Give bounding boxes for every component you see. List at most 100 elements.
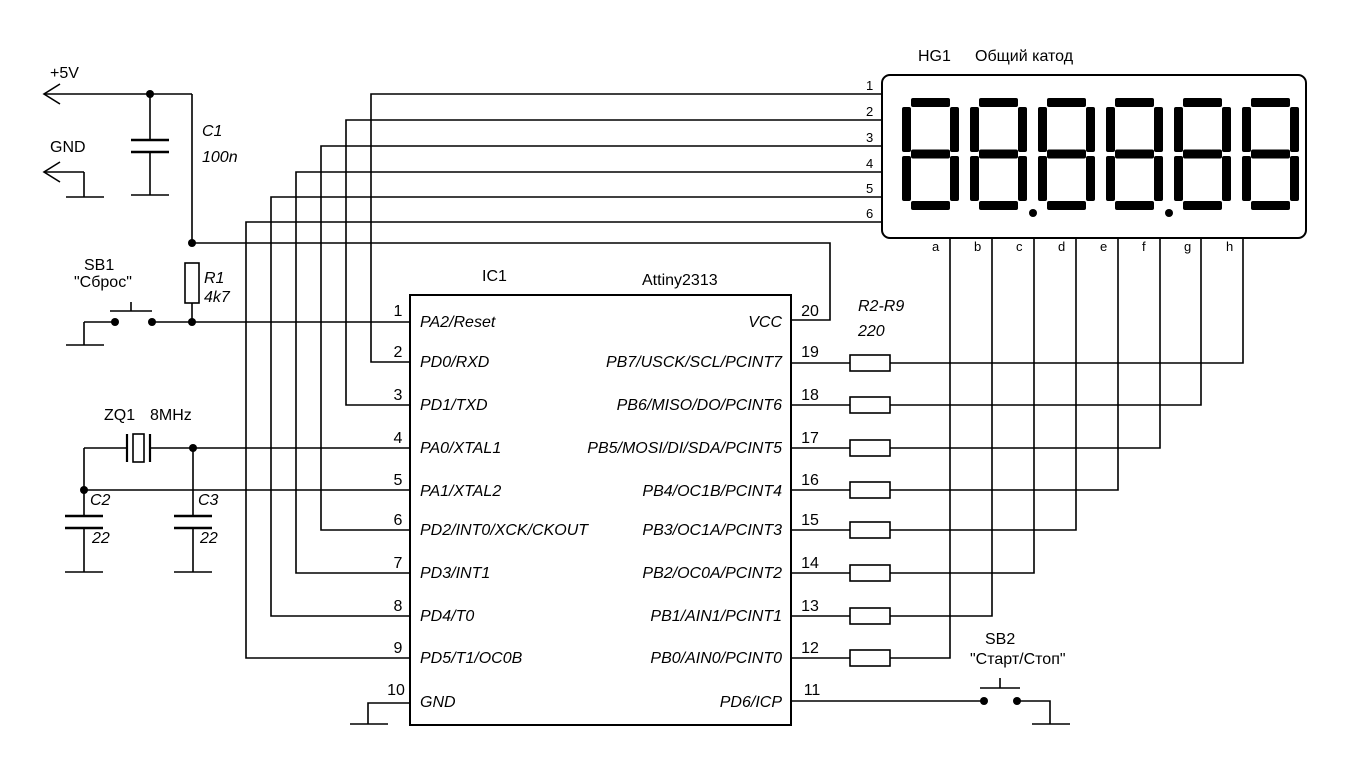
segment-pin: g bbox=[1184, 239, 1191, 254]
segment bbox=[1018, 156, 1027, 201]
pin-num: 9 bbox=[394, 640, 403, 657]
pin-num: 10 bbox=[387, 682, 405, 699]
r1-value: 4k7 bbox=[204, 289, 231, 306]
pin-num: 16 bbox=[801, 472, 819, 489]
c2-ref: C2 bbox=[90, 492, 111, 509]
pin-name: PB6/MISO/DO/PCINT6 bbox=[617, 397, 782, 414]
ic1-part: Attiny2313 bbox=[642, 272, 718, 289]
segment bbox=[911, 149, 950, 159]
segment bbox=[979, 98, 1018, 107]
pin-name: PA2/Reset bbox=[420, 314, 496, 331]
c3-value: 22 bbox=[199, 530, 218, 547]
segment bbox=[1047, 98, 1086, 107]
segment bbox=[1086, 156, 1095, 201]
ic1-ref: IC1 bbox=[482, 268, 507, 285]
segment-pin: b bbox=[974, 239, 981, 254]
decimal-point bbox=[1165, 209, 1173, 217]
display-pin: 4 bbox=[866, 156, 873, 171]
ic-gnd-net bbox=[350, 702, 410, 725]
segment bbox=[950, 107, 959, 152]
pin-num: 15 bbox=[801, 512, 819, 529]
sb2-label: "Старт/Стоп" bbox=[970, 651, 1066, 668]
r1-ref: R1 bbox=[204, 270, 224, 287]
segment bbox=[1115, 98, 1154, 107]
pin-name: PD0/RXD bbox=[420, 354, 490, 371]
pin-name: PB2/OC0A/PCINT2 bbox=[642, 565, 782, 582]
pin-num: 7 bbox=[394, 555, 403, 572]
c1-value: 100n bbox=[202, 149, 238, 166]
segment bbox=[1174, 156, 1183, 201]
segment bbox=[911, 201, 950, 210]
c2-value: 22 bbox=[91, 530, 110, 547]
segment bbox=[970, 156, 979, 201]
zq1-freq: 8MHz bbox=[150, 407, 192, 424]
sb1-label: "Сброс" bbox=[74, 274, 132, 291]
segment-pin: h bbox=[1226, 239, 1233, 254]
segment bbox=[1038, 156, 1047, 201]
pin-num: 4 bbox=[394, 430, 403, 447]
segment bbox=[1251, 98, 1290, 107]
segment bbox=[902, 156, 911, 201]
capacitor-c3: C3 22 bbox=[174, 448, 219, 573]
display-ref: HG1 bbox=[918, 48, 951, 65]
sb2-ref: SB2 bbox=[985, 631, 1015, 648]
pin-name: PD5/T1/OC0B bbox=[420, 650, 523, 667]
segment-pin: f bbox=[1142, 239, 1146, 254]
pin-name: PB5/MOSI/DI/SDA/PCINT5 bbox=[587, 440, 782, 457]
gnd-label: GND bbox=[50, 139, 86, 156]
display-pin: 2 bbox=[866, 104, 873, 119]
segment bbox=[1290, 107, 1299, 152]
pin-num: 2 bbox=[394, 344, 403, 361]
pin-num: 19 bbox=[801, 344, 819, 361]
pin-name: VCC bbox=[748, 314, 782, 331]
pin-name: PD2/INT0/XCK/CKOUT bbox=[420, 522, 589, 539]
pin-name: PD4/T0 bbox=[420, 608, 474, 625]
segment bbox=[1106, 156, 1115, 201]
decimal-point bbox=[1029, 209, 1037, 217]
pin-num: 14 bbox=[801, 555, 819, 572]
button-sb2: SB2 "Старт/Стоп" bbox=[791, 631, 1070, 725]
segment bbox=[1222, 156, 1231, 201]
segment bbox=[1183, 98, 1222, 107]
segment-nets bbox=[791, 238, 1244, 667]
segment bbox=[1242, 107, 1251, 152]
pin-num: 6 bbox=[394, 512, 403, 529]
segment bbox=[1047, 201, 1086, 210]
display-type: Общий катод bbox=[975, 48, 1074, 65]
pin-num: 8 bbox=[394, 598, 403, 615]
capacitor-c2: C2 22 bbox=[65, 490, 111, 573]
pin-num: 11 bbox=[804, 682, 821, 699]
pin-name: PB4/OC1B/PCINT4 bbox=[642, 483, 782, 500]
pin-num: 12 bbox=[801, 640, 819, 657]
pin-name: PD3/INT1 bbox=[420, 565, 490, 582]
vcc-terminal: +5V bbox=[42, 65, 192, 105]
pin-name: PD6/ICP bbox=[720, 694, 783, 711]
pin-num: 3 bbox=[394, 387, 403, 404]
segment bbox=[1047, 149, 1086, 159]
segment bbox=[979, 149, 1018, 159]
segment bbox=[1086, 107, 1095, 152]
vcc-label: +5V bbox=[50, 65, 79, 82]
segment bbox=[911, 98, 950, 107]
zq1-ref: ZQ1 bbox=[104, 407, 135, 424]
display-pin: 1 bbox=[866, 78, 873, 93]
pin-name: PB0/AIN0/PCINT0 bbox=[650, 650, 782, 667]
c3-ref: C3 bbox=[198, 492, 219, 509]
segment bbox=[1115, 149, 1154, 159]
segment bbox=[1154, 107, 1163, 152]
resistor-r1: R1 4k7 bbox=[184, 262, 231, 306]
button-sb1: SB1 "Сброс" bbox=[66, 257, 156, 346]
segment bbox=[1038, 107, 1047, 152]
segment-pin: d bbox=[1058, 239, 1065, 254]
resistors-value: 220 bbox=[857, 323, 885, 340]
segment bbox=[1251, 149, 1290, 159]
segment bbox=[1183, 149, 1222, 159]
digit-nets bbox=[245, 93, 882, 659]
segment bbox=[1106, 107, 1115, 152]
pin-num: 20 bbox=[801, 303, 819, 320]
segment bbox=[902, 107, 911, 152]
ic1-left-pins: 1 PA2/Reset 2 PD0/RXD 3 PD1/TXD 4 PA0/XT… bbox=[387, 303, 589, 711]
display-pin: 5 bbox=[866, 181, 873, 196]
display-pin: 6 bbox=[866, 206, 873, 221]
segment-pin: a bbox=[932, 239, 940, 254]
